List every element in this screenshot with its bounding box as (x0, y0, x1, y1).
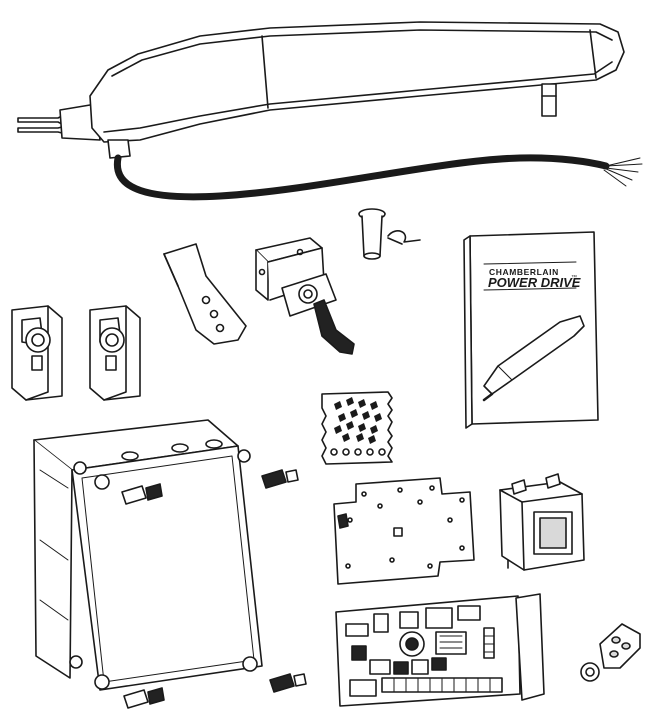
control-circuit-board (335, 593, 545, 707)
screw-cluster (334, 397, 382, 444)
instruction-manual (463, 231, 599, 429)
screws-blister-card (321, 391, 393, 465)
manual-trademark: ™ (571, 274, 577, 281)
transformer (499, 473, 585, 571)
pivot-pin-and-clip (358, 208, 421, 260)
cable-gland-1 (121, 483, 163, 505)
control-enclosure-box (33, 419, 263, 691)
manual-brand: CHAMBERLAIN (489, 267, 559, 277)
photocell-left (11, 305, 63, 401)
cable-gland-4 (123, 687, 165, 709)
post-bracket-release (255, 237, 355, 355)
gate-operator-arm (17, 21, 643, 201)
cable-gland-2 (261, 469, 299, 489)
manual-product-title: POWER DRIVE (488, 275, 581, 290)
gate-bracket (163, 243, 247, 345)
remote-control-fob (580, 623, 641, 682)
cable-gland-3 (269, 673, 307, 693)
mounting-plate (333, 477, 475, 585)
photocell-right (89, 305, 141, 401)
